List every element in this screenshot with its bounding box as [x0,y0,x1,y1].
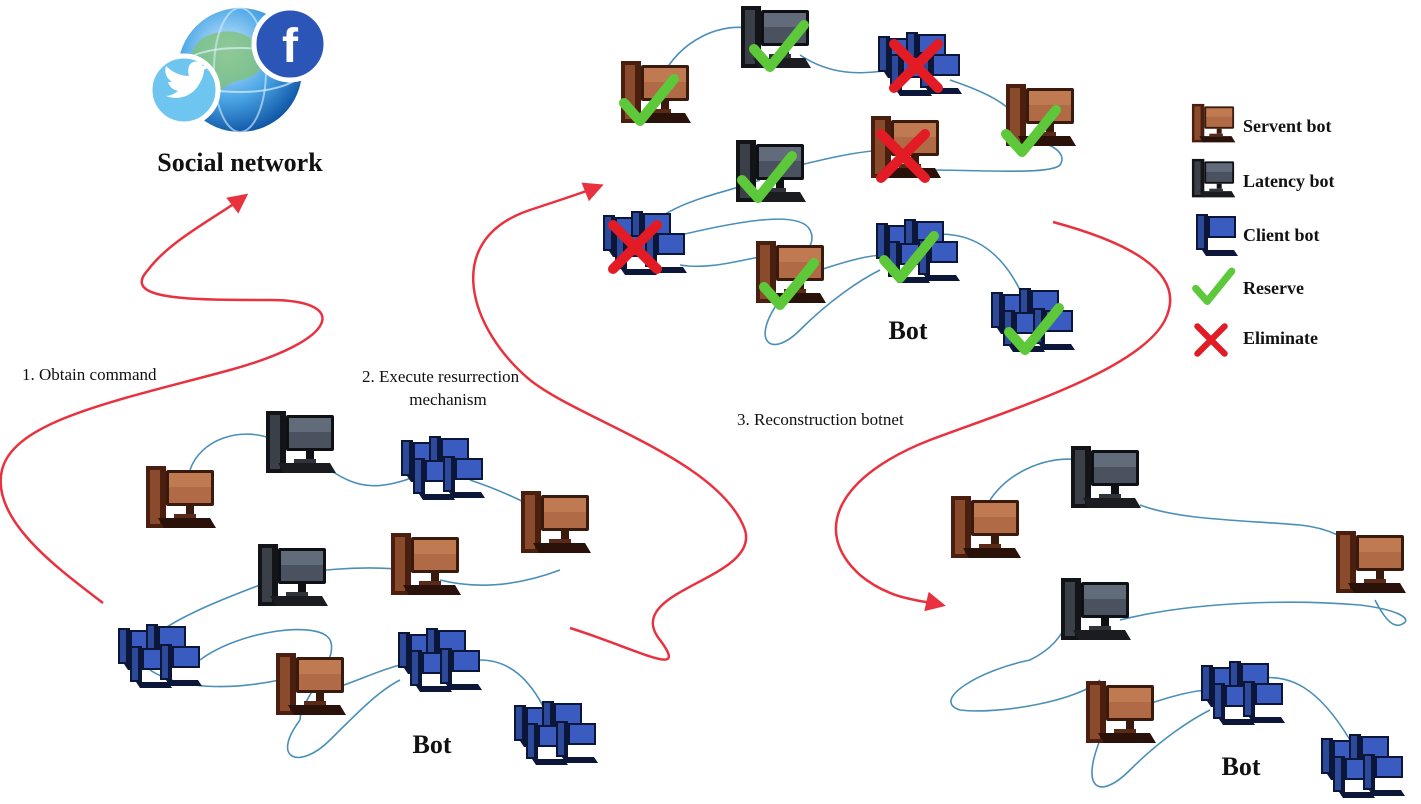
step-2-label-line1: 2. Execute resurrection [362,367,520,386]
latency-bot [1071,446,1141,508]
initial-bot-cluster: Bot [118,411,598,765]
servent-bot [1086,681,1156,743]
facebook-icon: f [251,5,329,83]
client-bot [401,436,485,500]
latency-bot [266,411,336,473]
servent-bot [146,466,216,528]
latency-bot-icon [1191,158,1236,198]
step-3-label: 3. Reconstruction botnet [737,410,904,429]
eliminate-icon [1197,326,1224,353]
legend-label: Eliminate [1243,328,1318,348]
legend-item-latency: Latency bot [1191,158,1335,198]
svg-text:f: f [282,20,299,73]
servent-bot [521,491,591,553]
legend-item-client: Client bot [1196,214,1320,256]
latency-bot [1061,578,1131,640]
step-2-label-line2: mechanism [409,390,486,409]
arrow-reconstruction [834,220,1172,612]
cluster-label: Bot [1222,752,1261,781]
latency-bot [258,544,328,606]
client-bot [1321,734,1405,798]
filtered-bot-cluster: Bot [603,6,1076,352]
client-bot [118,624,202,688]
reserve-icon [1196,271,1232,301]
legend-label: Reserve [1243,278,1304,298]
legend-label: Latency bot [1243,171,1335,191]
reconstructed-bot-cluster: Bot [950,446,1407,798]
cluster-label: Bot [889,316,928,345]
client-bot-icon [1196,214,1238,256]
arrow-obtain-command [0,193,324,604]
servent-bot [951,496,1021,558]
client-bot [514,701,598,765]
flow-arrows [0,182,1172,661]
legend-label: Client bot [1243,225,1320,245]
client-bot [398,628,482,692]
servent-bot [1336,531,1406,593]
legend-item-reserve: Reserve [1196,271,1304,301]
legend-label: Servent bot [1243,116,1332,136]
servent-bot-icon [1191,103,1236,143]
social-network-title: Social network [157,148,323,177]
client-bot [1201,661,1285,725]
step-1-label: 1. Obtain command [22,365,157,384]
arrow-resurrection [472,182,748,661]
legend-item-eliminate: Eliminate [1197,326,1318,353]
servent-bot [1006,84,1076,146]
cluster-label: Bot [413,730,452,759]
legend: Servent bot Latency bot Client bot Reser… [1191,103,1335,354]
twitter-icon [147,53,221,127]
network-links [950,458,1407,788]
servent-bot [276,653,346,715]
legend-item-servent: Servent bot [1191,103,1332,143]
social-network-icon: f [147,5,329,133]
latency-bot [736,140,806,202]
servent-bot [391,533,461,595]
